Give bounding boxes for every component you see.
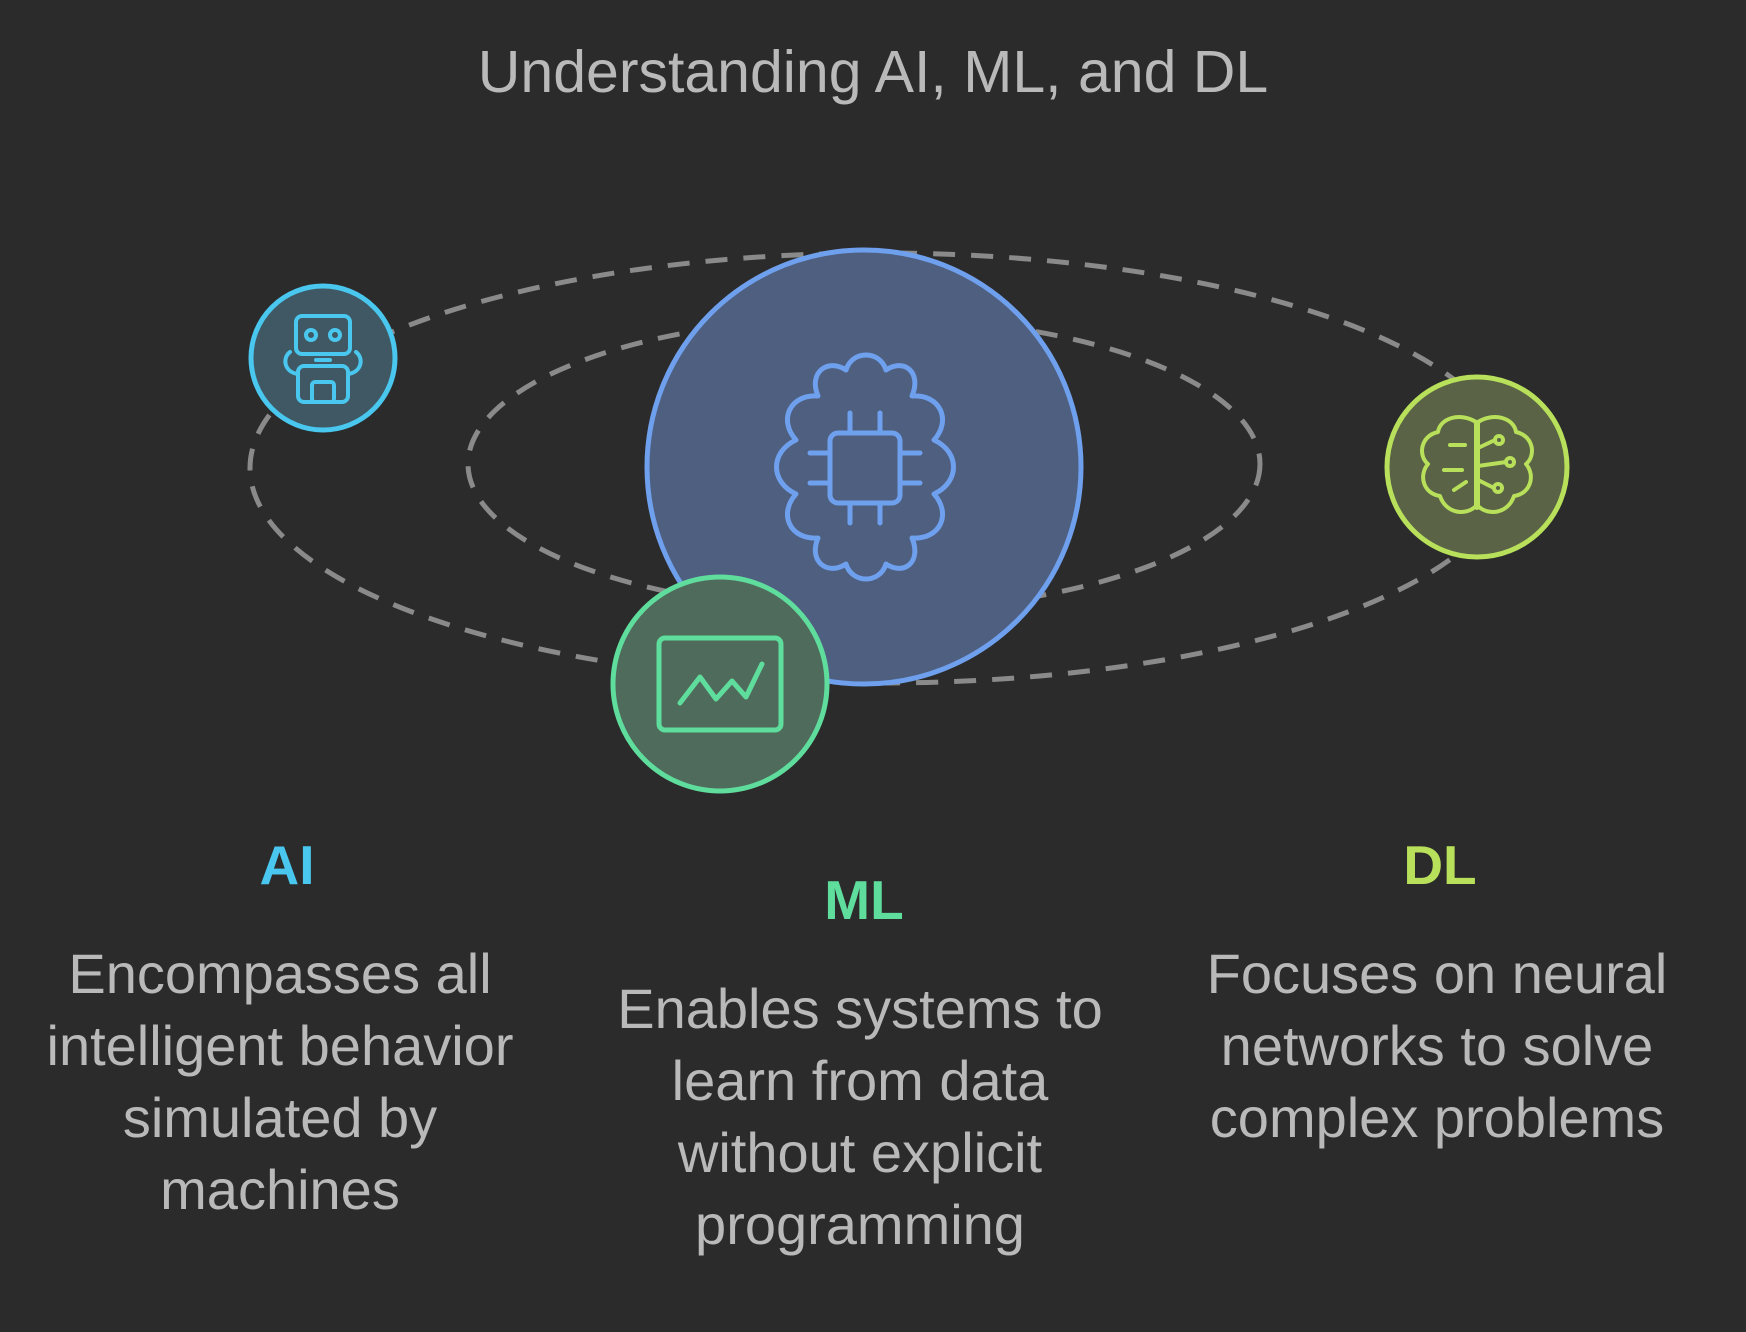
page-title: Understanding AI, ML, and DL [477, 39, 1269, 105]
brain-chip-icon [774, 352, 956, 582]
concept-description-dl: Focuses on neural networks to solve comp… [1206, 942, 1668, 1149]
concept-label-ml: ML [824, 869, 904, 931]
robot-icon [283, 314, 363, 404]
concept-description-ml: Enables systems to learn from data witho… [617, 977, 1103, 1256]
center-node [644, 247, 1084, 687]
ml-node [610, 574, 830, 794]
ai-node [248, 283, 398, 433]
chart-monitor-icon [656, 635, 784, 733]
brain-circuit-icon [1420, 415, 1534, 514]
concept-label-ai: AI [259, 834, 315, 896]
ml-circle [610, 574, 830, 794]
concept-description-ai: Encompasses all intelligent behavior sim… [46, 942, 514, 1221]
concept-label-dl: DL [1403, 834, 1477, 896]
center-circle [644, 247, 1084, 687]
dl-node [1384, 374, 1570, 560]
